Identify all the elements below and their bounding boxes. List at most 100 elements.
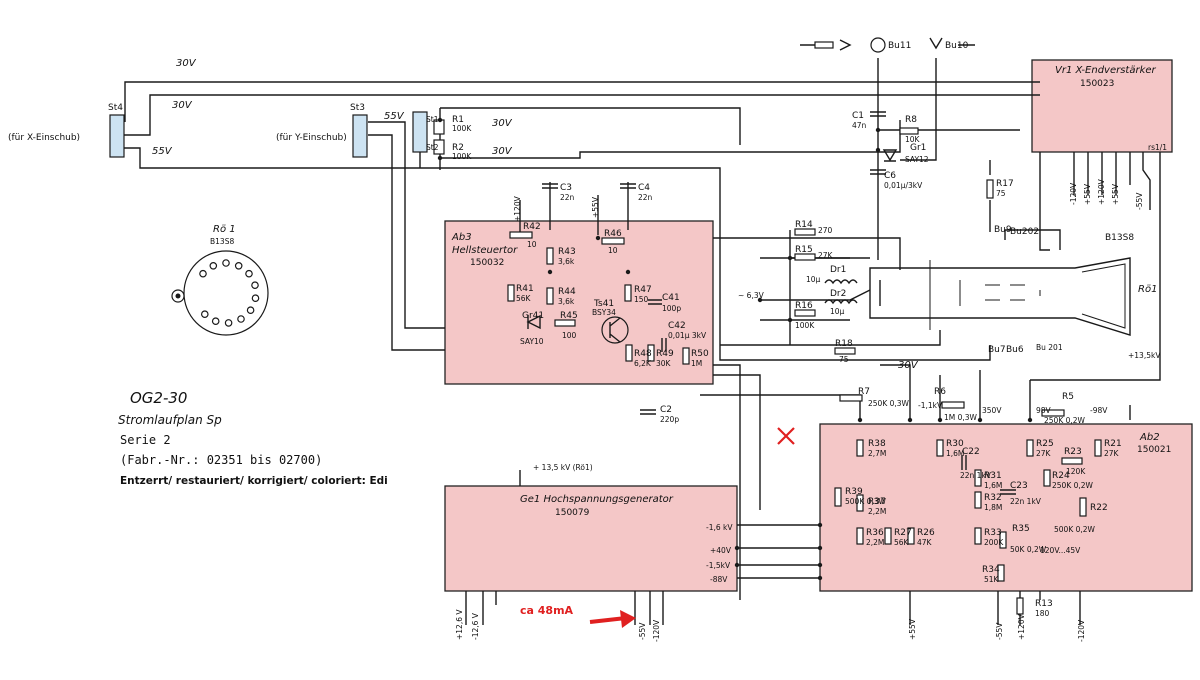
- connector-st4: [109, 114, 125, 158]
- r31-label: R31: [984, 471, 1002, 481]
- v30-d: 30V: [492, 146, 513, 157]
- r1-label: R1: [452, 115, 464, 125]
- ab2-v350: 350V: [982, 406, 1002, 415]
- r43-label: R43: [558, 247, 576, 257]
- r36-value: 2,2M: [866, 538, 884, 547]
- label-bu201: Bu 201: [1036, 343, 1063, 352]
- r42-value: 10: [527, 240, 537, 249]
- junction-dot: [787, 255, 793, 261]
- ge1-p12-6: +12,6 V: [455, 609, 464, 640]
- socket-pin: [224, 319, 233, 327]
- r34-label: R34: [982, 565, 1000, 575]
- r21-label: R21: [1104, 439, 1122, 449]
- r14-label: R14: [795, 220, 813, 230]
- r24-label: R24: [1052, 471, 1070, 481]
- r25-value: 27K: [1036, 449, 1052, 458]
- connector-st3: [352, 114, 368, 158]
- ts41-label: Ts41: [593, 299, 614, 309]
- r36-label: R36: [866, 528, 884, 538]
- r32-label: R32: [984, 493, 1002, 503]
- junction-dot: [857, 417, 863, 423]
- socket-pin: [237, 315, 245, 323]
- ge1-p40: +40V: [710, 546, 732, 555]
- c41-value: 100p: [662, 304, 681, 313]
- r1-value: 100K: [452, 124, 472, 133]
- socket-pin: [246, 306, 255, 315]
- c2-label: C2: [660, 405, 672, 415]
- label-bu11: Bu11: [888, 41, 911, 51]
- module-vr1-box: [1031, 59, 1173, 153]
- tube-name: Rö 1: [213, 224, 236, 235]
- socket-pin: [209, 261, 218, 270]
- r27-label: R27: [894, 528, 912, 538]
- v30-c: 30V: [492, 118, 513, 129]
- bu11-bu10-symbols: [814, 37, 943, 53]
- r35-label: R35: [1012, 524, 1030, 534]
- r6-label: R6: [934, 387, 946, 397]
- junction-dot: [625, 269, 631, 275]
- r37-label: R37: [868, 497, 886, 507]
- r23-value: 120K: [1066, 467, 1086, 476]
- ge1-m88: -88V: [710, 575, 728, 584]
- label-bu6: Bu6: [1006, 345, 1024, 355]
- r27-value: 56K: [894, 538, 910, 547]
- ab2-title: Ab2: [1139, 432, 1160, 443]
- r2-value: 100K: [452, 152, 472, 161]
- c22-value: 22n 1kV: [960, 471, 992, 480]
- r15-label: R15: [795, 245, 813, 255]
- module-ab3-box: [444, 220, 714, 385]
- r33-value: 200K: [984, 538, 1004, 547]
- r31-value: 1,6M: [984, 481, 1002, 490]
- c4-value: 22n: [638, 193, 653, 202]
- label-bu7: Bu7: [988, 345, 1006, 355]
- ge1-m1-6: -1,6 kV: [706, 523, 733, 532]
- ab3-name: Hellsteuertor: [452, 245, 518, 256]
- label-st1: St1: [426, 115, 439, 124]
- r49-value: 30K: [656, 359, 672, 368]
- ab3-p120: +120V: [513, 195, 522, 222]
- hv-13-5-ro1: + 13,5 kV (Rö1): [533, 463, 593, 472]
- r14-value: 270: [818, 226, 833, 235]
- junction-dot: [937, 417, 943, 423]
- r39-label: R39: [845, 487, 863, 497]
- title-fabr: (Fabr.-Nr.: 02351 bis 02700): [120, 453, 322, 467]
- junction-dot: [547, 269, 553, 275]
- vr1-p55: +55V: [1083, 183, 1092, 205]
- junction-dot: [734, 545, 740, 551]
- socket-pin: [234, 261, 243, 270]
- label-bu202: Bu202: [1010, 227, 1039, 237]
- r18-value: 75: [839, 355, 849, 364]
- r5-label: R5: [1062, 392, 1074, 402]
- inductors: [824, 279, 858, 305]
- current-annotation: ca 48mA: [520, 604, 574, 617]
- r39-value: 500K 0,3W: [845, 497, 887, 506]
- junction-dot: [977, 417, 983, 423]
- junction-dot: [437, 117, 443, 123]
- c6-value: 0,01µ/3kV: [884, 181, 923, 190]
- vr1-m120: -120V: [1069, 182, 1078, 205]
- c42-label: C42: [668, 321, 686, 331]
- r50-value: 1M: [691, 359, 702, 368]
- r35-value: 50K 0,2W: [1010, 545, 1047, 554]
- title-model: OG2-30: [130, 389, 187, 407]
- semiconductors: [526, 149, 898, 344]
- r13-label: R13: [1035, 599, 1053, 609]
- dr1-label: Dr1: [830, 265, 846, 275]
- ab2-p120: +120V: [1017, 613, 1026, 640]
- socket-pin: [211, 317, 220, 326]
- junction-dot: [1027, 417, 1033, 423]
- r48-label: R48: [634, 349, 652, 359]
- junction-dot: [875, 127, 881, 133]
- gr1-value: SAY12: [905, 155, 929, 164]
- r34-value: 51K: [984, 575, 1000, 584]
- crt-type: B13S8: [1105, 233, 1134, 243]
- gr41-value: SAY10: [520, 337, 544, 346]
- r38-label: R38: [868, 439, 886, 449]
- r30-value: 1,6M: [946, 449, 964, 458]
- r45-value: 100: [562, 331, 577, 340]
- label-st2: St2: [426, 143, 439, 152]
- ab2-m120: -120V: [1077, 619, 1086, 642]
- crt-tube: [869, 257, 1131, 336]
- v30-b: 30V: [172, 100, 193, 111]
